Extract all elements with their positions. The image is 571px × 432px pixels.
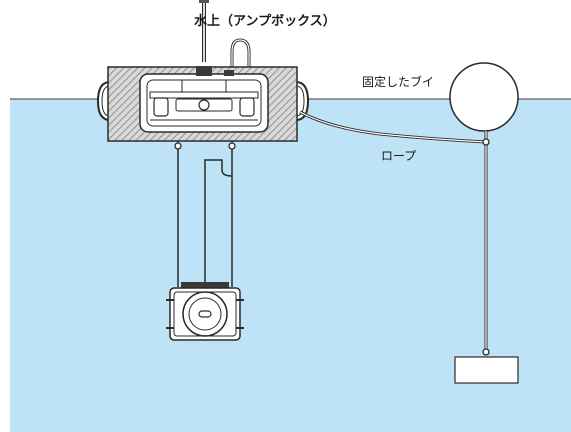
surface-unit-label: 水上（アンプボックス） [194,14,336,29]
fixed-buoy [449,62,519,132]
suspension-lines [177,141,233,287]
rope-label: ロープ [381,149,417,163]
rope-line [299,110,487,144]
fixed-buoy-label: 固定したブイ [362,75,435,89]
mast-pole [199,0,209,62]
underwater-unit [166,282,244,341]
anchor-shackles [482,138,490,356]
right-float [295,80,310,122]
sinker-weight [454,356,519,384]
amp-case [139,66,269,133]
left-float [96,80,111,122]
suspension-shackles [174,142,236,150]
